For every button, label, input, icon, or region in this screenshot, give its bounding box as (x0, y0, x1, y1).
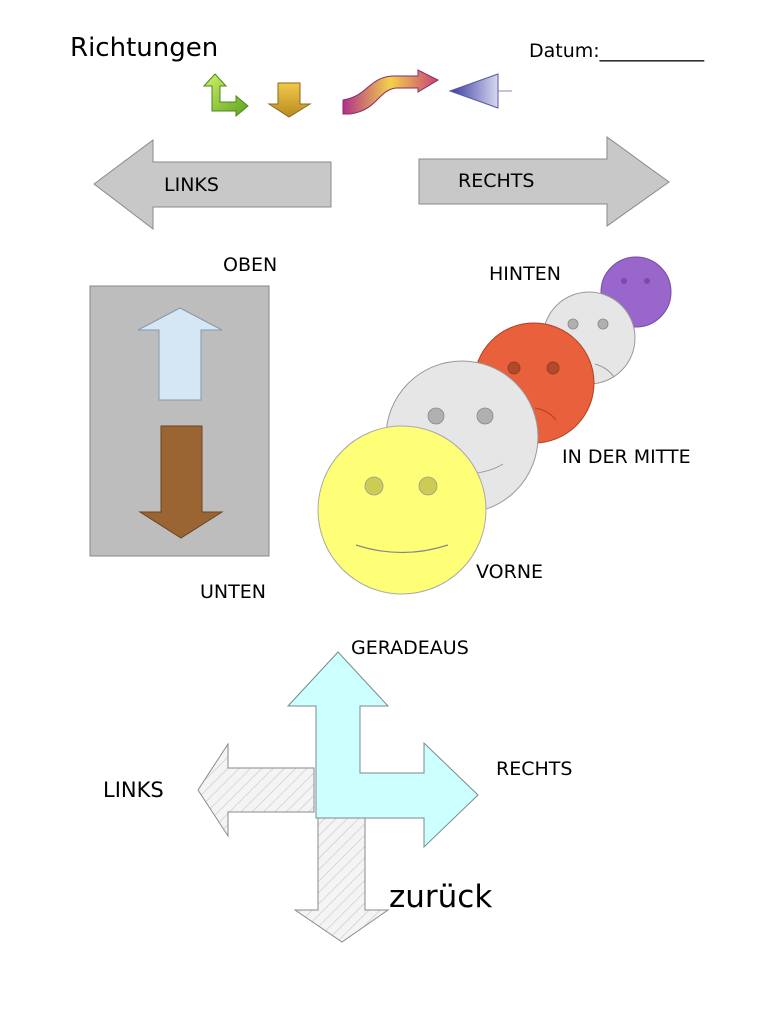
hinten-label: HINTEN (489, 263, 561, 285)
up-arrow-light-blue (137, 307, 223, 401)
blue-left-arrow-icon (448, 73, 499, 109)
unten-label: UNTEN (200, 581, 266, 603)
cross-links-label: LINKS (103, 778, 164, 802)
wave-arrow-icon (342, 69, 440, 115)
cross-straight-right-arrow (286, 651, 479, 849)
vorne-label: VORNE (476, 561, 544, 583)
banner-rechts-label: RECHTS (458, 170, 535, 192)
rechts-banner-arrow (418, 136, 670, 227)
green-turn-arrow-icon (202, 73, 249, 118)
cross-left-arrow (197, 742, 315, 838)
zurueck-label: zurück (389, 879, 493, 915)
oben-label: OBEN (223, 254, 278, 276)
gold-down-arrow-icon (267, 82, 312, 118)
in-der-mitte-label: IN DER MITTE (562, 446, 691, 468)
banner-links-label: LINKS (164, 174, 219, 196)
worksheet-title: Richtungen (70, 33, 219, 63)
down-arrow-brown (138, 425, 224, 539)
geradeaus-label: GERADEAUS (351, 637, 469, 659)
face-yellow (317, 425, 487, 595)
links-banner-arrow (93, 139, 332, 231)
cross-back-arrow (293, 817, 390, 943)
cross-rechts-label: RECHTS (496, 758, 573, 780)
date-field-label: Datum:___________ (529, 40, 705, 62)
